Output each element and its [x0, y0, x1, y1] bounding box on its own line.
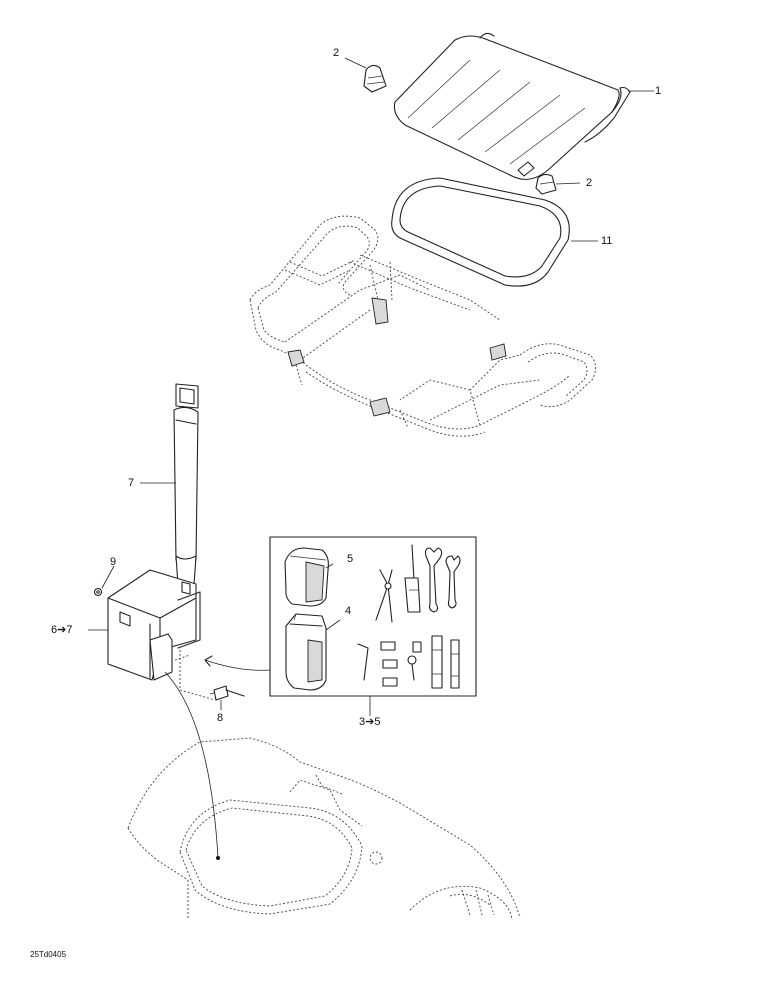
leader-lines	[88, 57, 654, 716]
callout-seat-cover: 1	[655, 85, 662, 97]
callout-tool-case: 4	[345, 605, 352, 617]
tool-case-part	[285, 613, 327, 691]
drawing-code: 25Td0405	[30, 950, 67, 959]
callout-strap: 7	[128, 477, 135, 489]
wrench-large-tool	[424, 547, 443, 613]
pliers-tool	[375, 569, 393, 623]
clip-right-part	[535, 173, 557, 195]
seat-cover-part	[393, 32, 631, 180]
clip-top-part	[363, 64, 387, 93]
allen-key-tool	[357, 643, 369, 681]
callout-rivet: 8	[217, 712, 224, 724]
tool-kit-frame	[204, 536, 477, 697]
socket-tube-tool	[431, 635, 460, 689]
callout-washer: 9	[110, 556, 117, 568]
wrench-small-tool	[445, 555, 461, 609]
fuses-tool	[380, 641, 422, 687]
tool-box-part	[93, 569, 216, 701]
callout-clip-right: 2	[586, 177, 593, 189]
callout-clip-top: 2	[333, 47, 340, 59]
cover-part	[284, 547, 329, 607]
screwdriver-tool	[404, 544, 421, 613]
frame-part	[249, 215, 596, 437]
callout-cover: 5	[347, 553, 354, 565]
vehicle-body-part	[127, 737, 521, 921]
strap-part	[173, 383, 199, 586]
callout-tool-kit: 3➔5	[359, 716, 381, 728]
callout-seal: 11	[601, 235, 613, 247]
callout-tool-box: 6➔7	[51, 624, 73, 636]
rivet-part	[209, 685, 245, 701]
seal-part	[391, 177, 570, 287]
